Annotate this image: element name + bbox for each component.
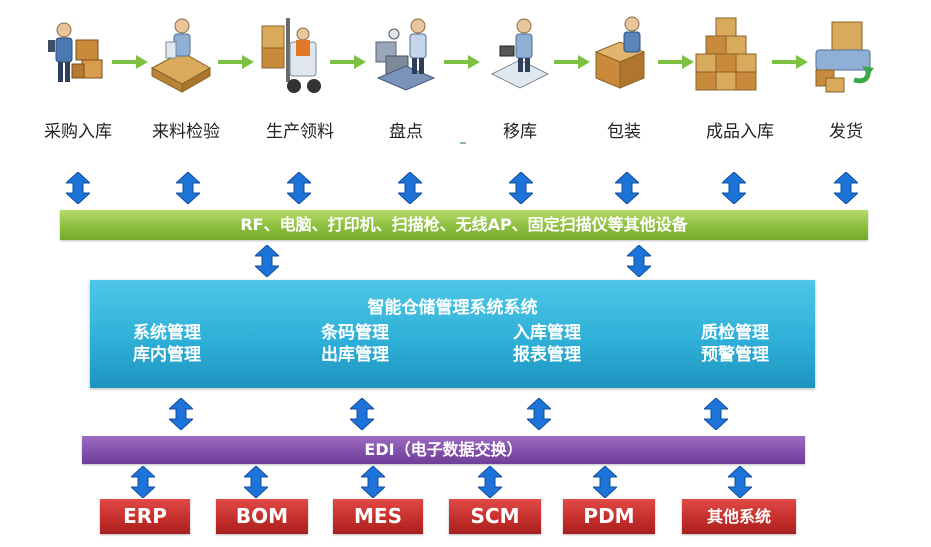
system-pdm: PDM — [563, 499, 655, 534]
double-arrow-wms-edi-1 — [169, 398, 193, 430]
step-label-production-picking: 生产领料 — [266, 122, 334, 142]
double-arrow-device-wms-left — [255, 245, 279, 277]
step-label-transfer: 移库 — [503, 122, 537, 142]
double-arrow-wms-edi-2 — [350, 398, 374, 430]
step-arrow-1 — [112, 55, 148, 69]
system-other: 其他系统 — [682, 499, 796, 534]
step-arrow-4 — [444, 55, 480, 69]
step-arrow-6 — [658, 55, 694, 69]
module-quality-management: 质检管理 — [701, 323, 769, 343]
module-report-management: 报表管理 — [513, 345, 581, 365]
step-arrow-5 — [554, 55, 590, 69]
double-arrow-device-wms-right — [627, 245, 651, 277]
module-system-management: 系统管理 — [133, 323, 201, 343]
stacked-boxes-icon — [692, 12, 762, 102]
double-arrow-edi-mes — [361, 466, 385, 498]
system-mes: MES — [333, 499, 423, 534]
delivery-truck-icon — [810, 12, 880, 102]
system-bom: BOM — [216, 499, 308, 534]
double-arrow-edi-other — [728, 466, 752, 498]
module-inbound-management: 入库管理 — [513, 323, 581, 343]
step-arrow-2 — [218, 55, 254, 69]
scanning-worker-icon — [486, 12, 556, 102]
module-barcode-management: 条码管理 — [321, 323, 389, 343]
double-arrow-step-4 — [398, 172, 422, 204]
step-arrow-3 — [330, 55, 366, 69]
step-label-incoming-inspection: 来料检验 — [152, 122, 220, 142]
module-alert-management: 预警管理 — [701, 345, 769, 365]
step-label-purchase-inbound: 采购入库 — [44, 122, 112, 142]
person-with-boxes-icon — [42, 12, 112, 102]
wms-panel: 智能仓储管理系统系统 系统管理 条码管理 入库管理 质检管理 库内管理 出库管理… — [90, 280, 815, 388]
double-arrow-step-1 — [66, 172, 90, 204]
edi-bar: EDI（电子数据交换） — [82, 436, 805, 464]
double-arrow-step-7 — [722, 172, 746, 204]
step-label-finished-inbound: 成品入库 — [706, 122, 774, 142]
step-label-stocktaking: 盘点 — [389, 122, 423, 142]
module-outbound-management: 出库管理 — [321, 345, 389, 365]
double-arrow-edi-scm — [478, 466, 502, 498]
system-scm: SCM — [449, 499, 541, 534]
double-arrow-step-6 — [615, 172, 639, 204]
double-arrow-step-2 — [176, 172, 200, 204]
wms-title: 智能仓储管理系统系统 — [367, 298, 538, 318]
step-label-shipping: 发货 — [829, 122, 863, 142]
module-warehouse-management: 库内管理 — [133, 345, 201, 365]
inspector-at-counter-icon — [146, 12, 216, 102]
divider-mark — [460, 142, 466, 144]
double-arrow-step-5 — [509, 172, 533, 204]
forklift-icon — [258, 12, 328, 102]
double-arrow-wms-edi-3 — [527, 398, 551, 430]
stocktaking-worker-icon — [372, 12, 442, 102]
double-arrow-step-3 — [287, 172, 311, 204]
step-label-packing: 包装 — [607, 122, 641, 142]
device-bar: RF、电脑、打印机、扫描枪、无线AP、固定扫描仪等其他设备 — [60, 210, 868, 240]
system-erp: ERP — [100, 499, 190, 534]
packing-box-icon — [590, 12, 660, 102]
double-arrow-wms-edi-4 — [704, 398, 728, 430]
double-arrow-edi-erp — [131, 466, 155, 498]
double-arrow-edi-pdm — [593, 466, 617, 498]
double-arrow-edi-bom — [244, 466, 268, 498]
double-arrow-step-8 — [834, 172, 858, 204]
step-arrow-7 — [772, 55, 808, 69]
